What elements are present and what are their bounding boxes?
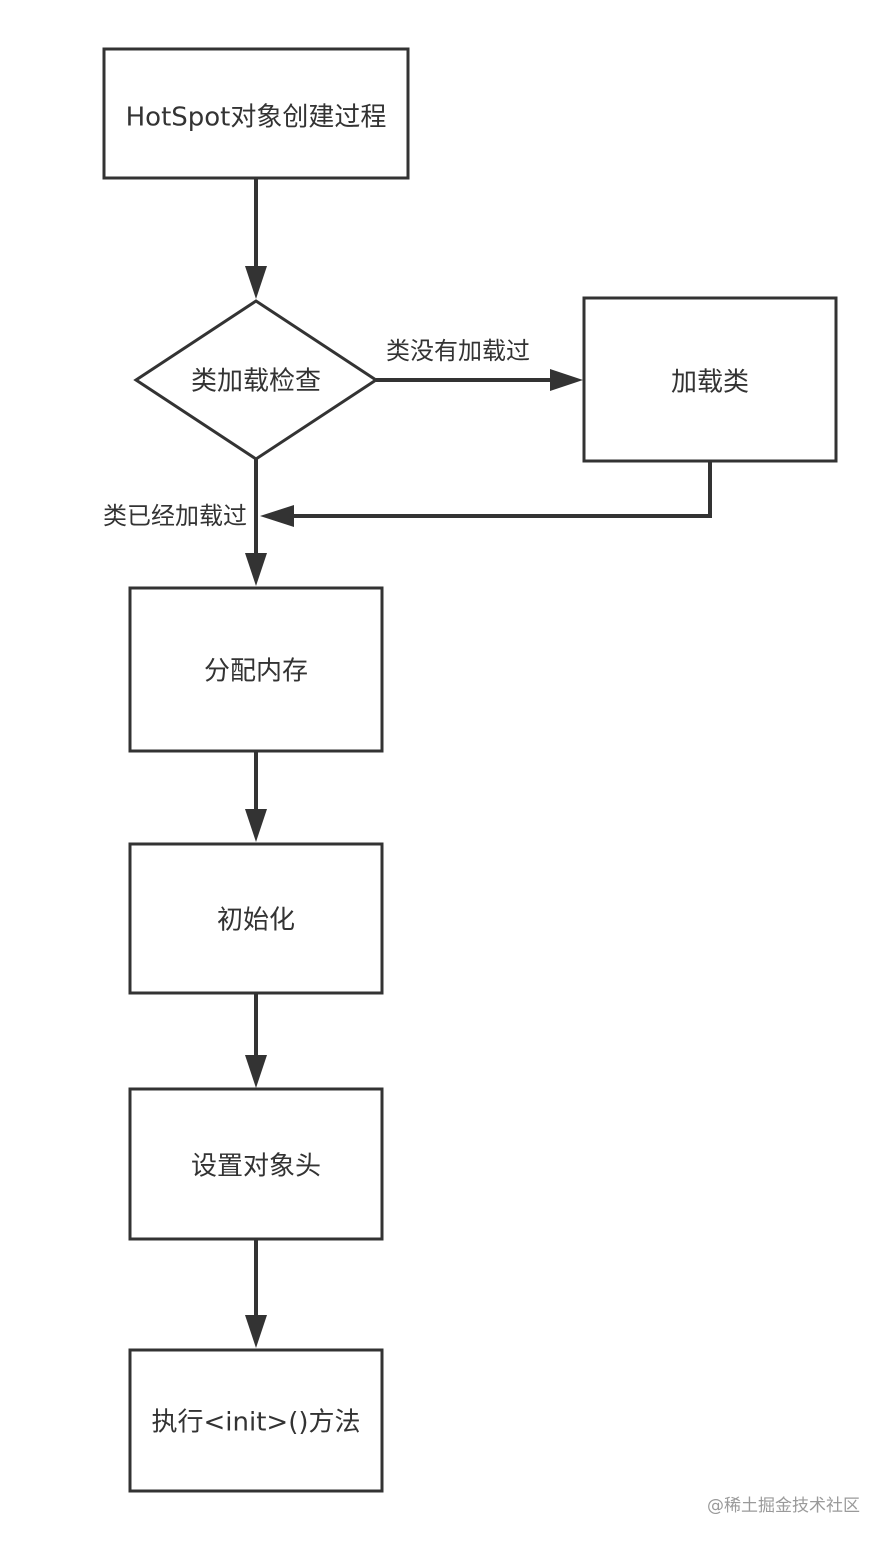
arrowhead-load-return — [260, 505, 294, 527]
node-start-box — [102, 47, 410, 180]
node-load-box — [582, 296, 838, 463]
node-start-label: HotSpot对象创建过程 — [126, 103, 387, 133]
node-check-label: 类加载检查 — [191, 367, 321, 397]
arrowhead-start-to-check — [245, 266, 267, 299]
watermark-text: @稀土掘金技术社区 — [707, 1496, 860, 1516]
arrowhead-check-to-load — [550, 369, 583, 391]
arrowhead-init-to-header — [245, 1055, 267, 1088]
node-exec-label: 执行<init>()方法 — [152, 1408, 361, 1438]
node-header-box — [128, 1087, 384, 1241]
arrowhead-header-to-exec — [245, 1315, 267, 1348]
edge-load-return — [292, 461, 712, 518]
node-alloc-box — [128, 586, 384, 753]
node-init-label: 初始化 — [217, 906, 295, 936]
node-init-box — [128, 842, 384, 995]
edge-not-loaded-label: 类没有加载过 — [386, 337, 530, 365]
node-alloc-label: 分配内存 — [204, 657, 308, 687]
node-exec-box — [128, 1348, 384, 1493]
node-load-label: 加载类 — [671, 368, 749, 398]
edge-loaded-label: 类已经加载过 — [103, 502, 247, 530]
node-header-label: 设置对象头 — [191, 1152, 321, 1182]
arrowhead-check-to-alloc — [245, 553, 267, 586]
arrowhead-alloc-to-init — [245, 809, 267, 842]
